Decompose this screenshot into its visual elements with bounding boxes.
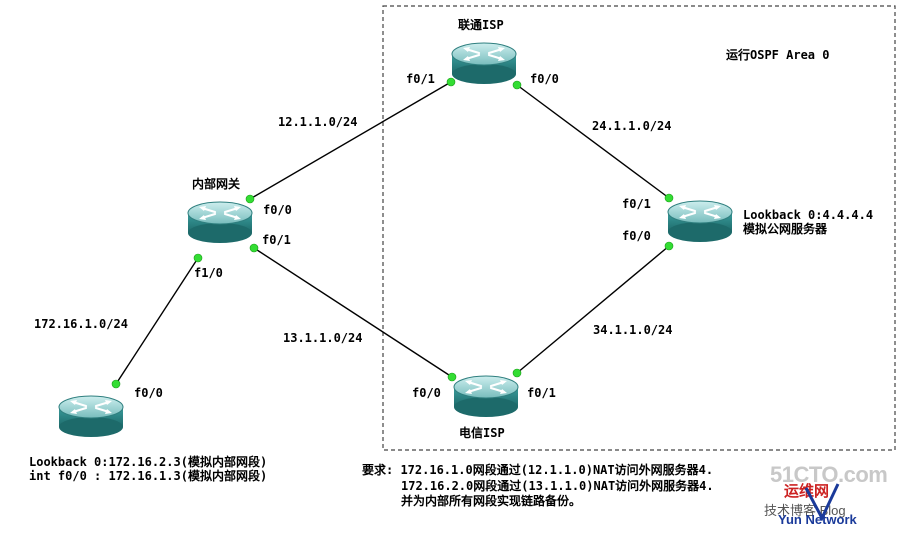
unicom-port-f00: f0/0 bbox=[530, 72, 559, 86]
gateway-port-f00: f0/0 bbox=[263, 203, 292, 217]
internal-loopback-label: Lookback 0:172.16.2.3(模拟内部网段) bbox=[29, 455, 268, 469]
server-port-f00: f0/0 bbox=[622, 229, 651, 243]
network-label-34: 34.1.1.0/24 bbox=[593, 323, 673, 337]
gateway-name: 内部网关 bbox=[192, 177, 241, 191]
requirement-line-2: 172.16.2.0网段通过(13.1.1.0)NAT访问外网服务器4. bbox=[401, 479, 714, 493]
watermark-v-logo bbox=[804, 483, 840, 522]
server-desc-label: 模拟公网服务器 bbox=[743, 222, 828, 236]
server-loopback-label: Lookback 0:4.4.4.4 bbox=[743, 208, 874, 222]
link-dot bbox=[446, 77, 456, 87]
requirement-line-3: 并为内部所有网段实现链路备份。 bbox=[401, 494, 582, 508]
internal-port-f00: f0/0 bbox=[134, 386, 163, 400]
link-telecom-server bbox=[516, 245, 670, 374]
link-gateway-unicom bbox=[249, 81, 452, 200]
network-label-13: 13.1.1.0/24 bbox=[283, 331, 363, 345]
watermark-site: 51CTO.com bbox=[770, 462, 888, 487]
telecom-isp-name: 电信ISP bbox=[459, 426, 505, 440]
gateway-port-f01: f0/1 bbox=[262, 233, 291, 247]
link-dot bbox=[664, 241, 674, 251]
ospf-area-boundary bbox=[382, 5, 896, 451]
link-unicom-server bbox=[516, 84, 670, 199]
router-unicom-isp[interactable] bbox=[450, 41, 518, 86]
server-port-f01: f0/1 bbox=[622, 197, 651, 211]
ospf-area-label: 运行OSPF Area 0 bbox=[726, 48, 830, 62]
link-dot bbox=[193, 253, 203, 263]
watermark-brand: Yun Network bbox=[778, 512, 857, 527]
link-gateway-telecom bbox=[253, 247, 453, 378]
gateway-port-f10: f1/0 bbox=[194, 266, 223, 280]
link-dot bbox=[512, 80, 522, 90]
router-internal-host[interactable] bbox=[57, 394, 125, 439]
link-dot bbox=[664, 193, 674, 203]
requirement-line-1: 要求: 172.16.1.0网段通过(12.1.1.0)NAT访问外网服务器4. bbox=[362, 463, 714, 477]
telecom-port-f00: f0/0 bbox=[412, 386, 441, 400]
link-dot bbox=[249, 243, 259, 253]
network-label-24: 24.1.1.0/24 bbox=[592, 119, 672, 133]
link-dot bbox=[512, 368, 522, 378]
link-internal-gateway bbox=[115, 257, 199, 385]
unicom-isp-name: 联通ISP bbox=[458, 18, 504, 32]
network-label-12: 12.1.1.0/24 bbox=[278, 115, 358, 129]
unicom-port-f01: f0/1 bbox=[406, 72, 435, 86]
router-internal-gateway[interactable] bbox=[186, 200, 254, 245]
internal-interface-label: int f0/0 : 172.16.1.3(模拟内部网段) bbox=[29, 469, 268, 483]
telecom-port-f01: f0/1 bbox=[527, 386, 556, 400]
watermark: 51CTO.com 运维网 技术博客 Blog Yun Network bbox=[760, 462, 898, 528]
router-telecom-isp[interactable] bbox=[452, 374, 520, 419]
router-public-server[interactable] bbox=[666, 199, 734, 244]
link-dot bbox=[245, 194, 255, 204]
network-label-172: 172.16.1.0/24 bbox=[34, 317, 128, 331]
link-dot bbox=[447, 372, 457, 382]
link-dot bbox=[111, 379, 121, 389]
